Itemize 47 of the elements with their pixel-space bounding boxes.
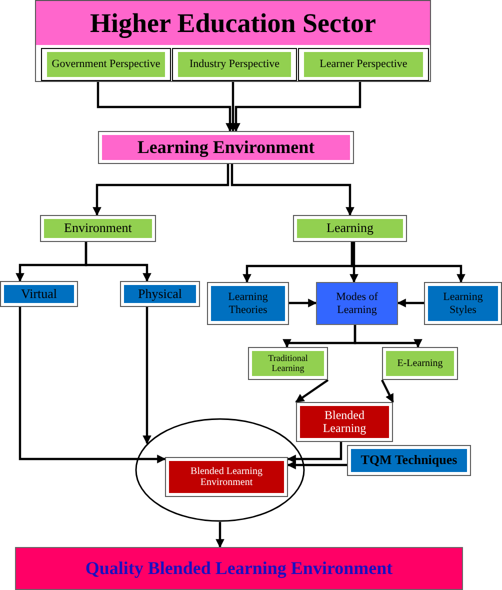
arrow [381,380,394,403]
ellipse-outline [135,418,305,522]
arrow [354,325,422,348]
box-label: Learning [297,219,403,238]
arrow [295,379,329,403]
arrow [397,298,424,308]
arrow [18,307,166,464]
box-label: Government Perspective [47,52,165,77]
arrow [350,242,358,283]
box-label: Blended Learning Environment [169,461,284,493]
group-panel [35,0,431,82]
box-label: Virtual [4,285,74,303]
process-box [41,48,171,81]
process-box [316,282,398,325]
box-label: Traditional Learning [252,351,324,376]
arrow [92,164,230,216]
process-box [120,281,200,307]
arrow [228,80,238,132]
arrow [289,298,317,308]
box-label: Learning Styles [428,286,498,321]
box-label: Physical [124,285,196,303]
box-label: TQM Techniques [351,449,467,472]
box-label: E-Learning [386,351,454,376]
process-box [0,281,78,307]
box-label: Quality Blended Learning Environment [84,556,394,580]
arrow [84,242,152,282]
arrow [96,80,234,132]
process-box [293,215,407,242]
box-label: Learning Theories [211,286,285,321]
arrow [142,307,152,444]
process-box [15,547,463,590]
arrow [216,522,224,548]
arrow [350,242,466,283]
process-box [298,48,429,81]
box-label: Environment [44,219,152,238]
box-label: Modes of Learning [335,290,379,318]
process-box [40,215,156,242]
arrow [287,460,347,470]
arrow [230,164,354,216]
arrow [232,80,362,132]
box-label: Learning Environment [102,135,350,160]
process-box [172,48,297,81]
box-label: Industry Perspective [178,52,291,77]
box-label: Learner Perspective [304,52,423,77]
arrow [287,442,342,464]
box-label: Blended Learning [300,406,389,438]
group-heading: Higher Education Sector [36,1,430,45]
